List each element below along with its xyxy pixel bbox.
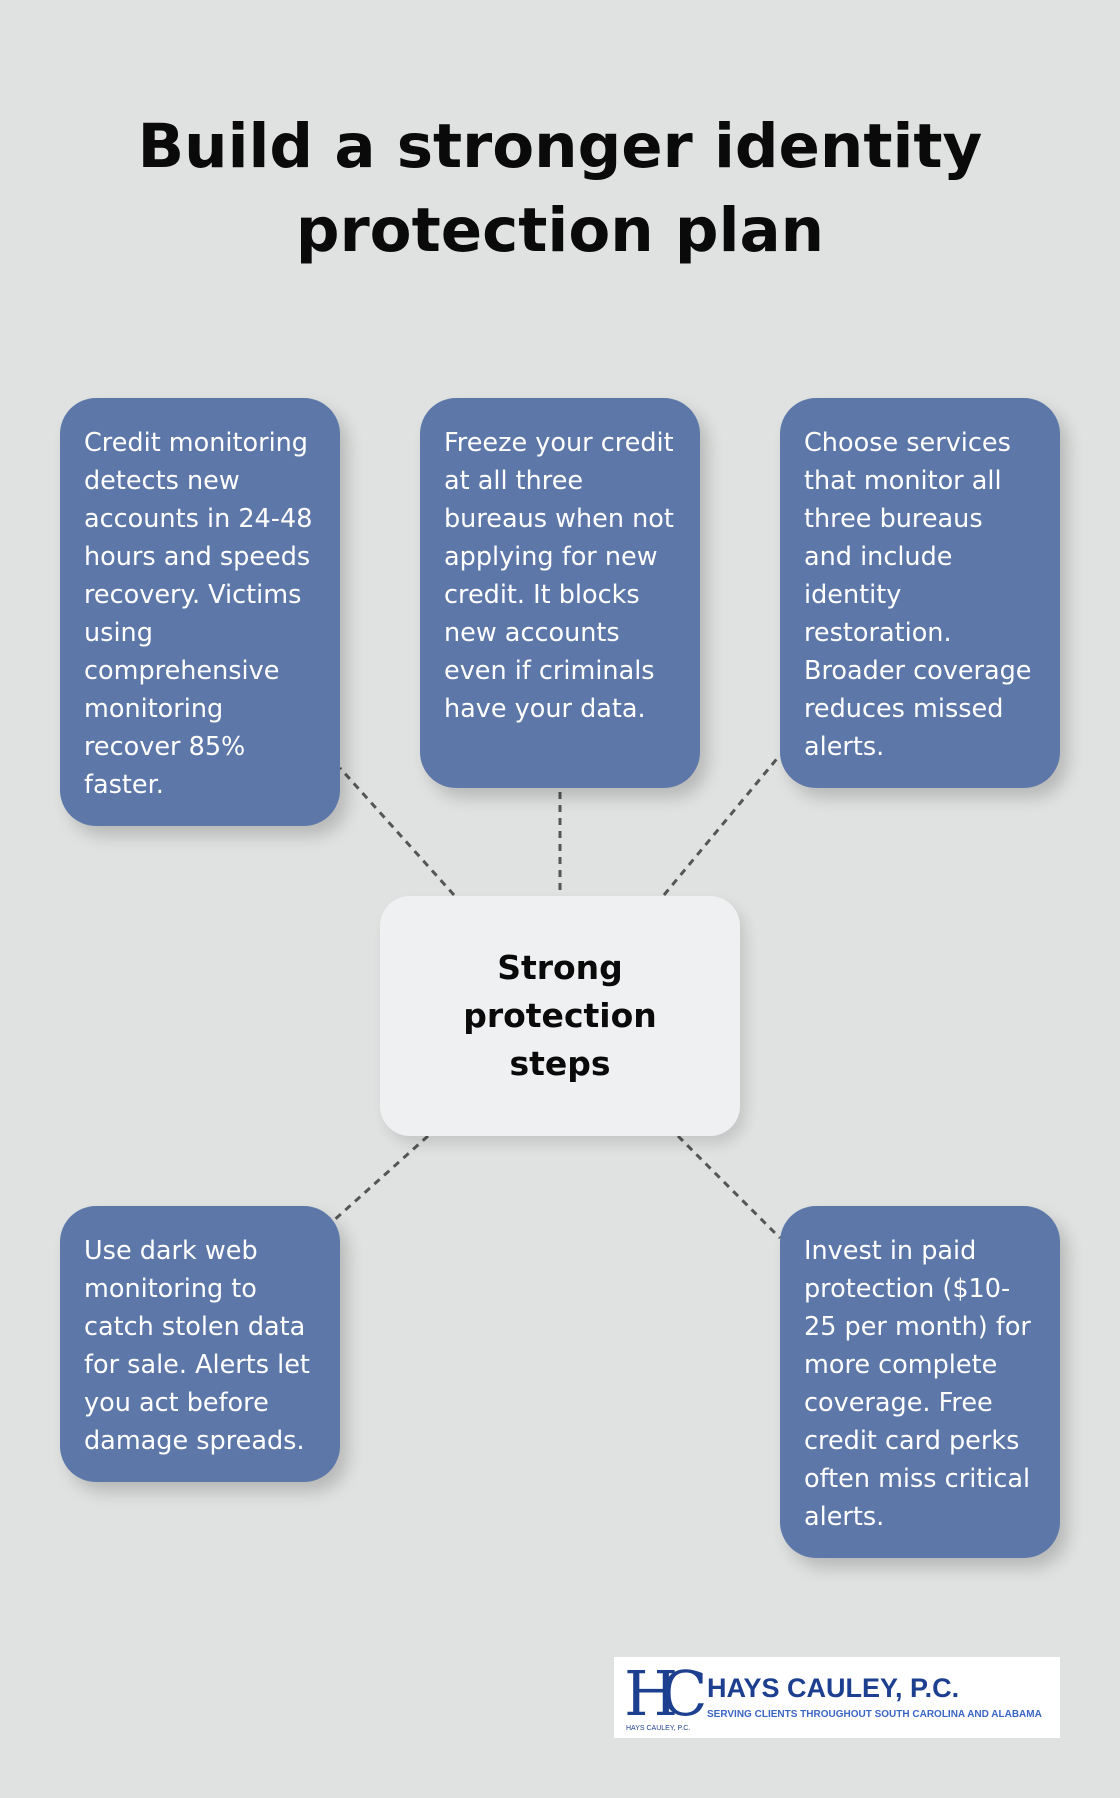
logo-company-name: HAYS CAULEY, P.C. xyxy=(707,1673,960,1703)
step-card-dark-web: Use dark web monitoring to catch stolen … xyxy=(60,1206,340,1482)
step-card-credit-monitoring: Credit monitoring detects new accounts i… xyxy=(60,398,340,826)
logo-tagline: SERVING CLIENTS THROUGHOUT SOUTH CAROLIN… xyxy=(707,1709,1042,1720)
connector-line xyxy=(330,1134,430,1224)
connector-line xyxy=(338,766,456,897)
connector-line xyxy=(662,754,782,896)
step-card-three-bureaus: Choose services that monitor all three b… xyxy=(780,398,1060,788)
step-card-text: Invest in paid protection ($10-25 per mo… xyxy=(804,1236,1031,1532)
step-card-text: Use dark web monitoring to catch stolen … xyxy=(84,1236,310,1456)
logo-small-text: HAYS CAULEY, P.C. xyxy=(626,1725,691,1732)
center-node: Strong protection steps xyxy=(380,896,740,1136)
center-label: Strong protection steps xyxy=(463,948,657,1083)
step-card-paid-protection: Invest in paid protection ($10-25 per mo… xyxy=(780,1206,1060,1558)
page-title: Build a stronger identity protection pla… xyxy=(137,111,983,266)
connector-line xyxy=(676,1134,782,1240)
step-card-credit-freeze: Freeze your credit at all three bureaus … xyxy=(420,398,700,788)
logo-monogram: HC xyxy=(624,1657,707,1730)
step-card-text: Credit monitoring detects new accounts i… xyxy=(84,428,313,800)
step-card-text: Freeze your credit at all three bureaus … xyxy=(444,428,674,724)
step-card-text: Choose services that monitor all three b… xyxy=(804,428,1032,762)
company-logo: HC HAYS CAULEY, P.C. HAYS CAULEY, P.C. S… xyxy=(614,1657,1060,1738)
